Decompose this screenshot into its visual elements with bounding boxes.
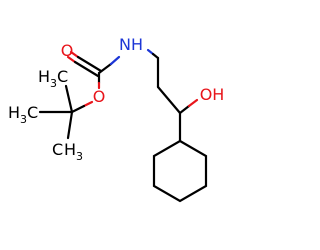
carbonyl-oxygen-label: O	[61, 41, 74, 60]
chain-bond-2	[156, 85, 182, 115]
methyl-top-c-label: C	[57, 67, 68, 86]
methyl-bottom-c-label: C	[52, 140, 63, 159]
methyl-top-h-label: H	[38, 67, 50, 86]
quat-to-methyl-bottom-bond	[66, 110, 74, 140]
label-layer: O O NH OH H 3 C H 3 C C H 3	[8, 35, 224, 163]
carbonyl-double-bond-b-c	[76, 55, 103, 73]
methyl-left-h-label: H	[8, 103, 20, 122]
methyl-left-subscript: 3	[20, 113, 27, 126]
ch-to-oh-bond-o	[187, 98, 199, 108]
quat-to-methyl-top-bond	[64, 84, 74, 114]
amine-nh-label: NH	[119, 35, 143, 54]
methyl-top-subscript: 3	[50, 77, 57, 90]
carbonyl-to-n-bond	[97, 62, 113, 75]
carbonyl-double-bond-b	[69, 50, 80, 59]
structure-svg: O O NH OH H 3 C H 3 C C H 3	[8, 35, 224, 203]
methyl-left-c-label: C	[27, 103, 38, 122]
carbonyl-double-bond-a	[66, 55, 77, 64]
bond-layer	[38, 48, 208, 203]
ester-o-to-quat-bond	[70, 104, 86, 114]
cyclohexane-ring	[152, 139, 208, 203]
hydroxyl-oh-label: OH	[200, 85, 225, 104]
methyl-bottom-h-label: H	[64, 140, 76, 159]
carbonyl-to-n-bond-n	[109, 55, 121, 66]
ch-to-oh-bond	[178, 104, 191, 115]
carbonyl-double-bond-a-c	[73, 60, 100, 78]
methyl-bottom-subscript: 3	[76, 150, 83, 163]
molecule-diagram: O O NH OH H 3 C H 3 C C H 3	[8, 35, 225, 203]
ester-oxygen-label: O	[93, 87, 106, 106]
ester-o-to-quat-bond-o	[82, 100, 94, 108]
